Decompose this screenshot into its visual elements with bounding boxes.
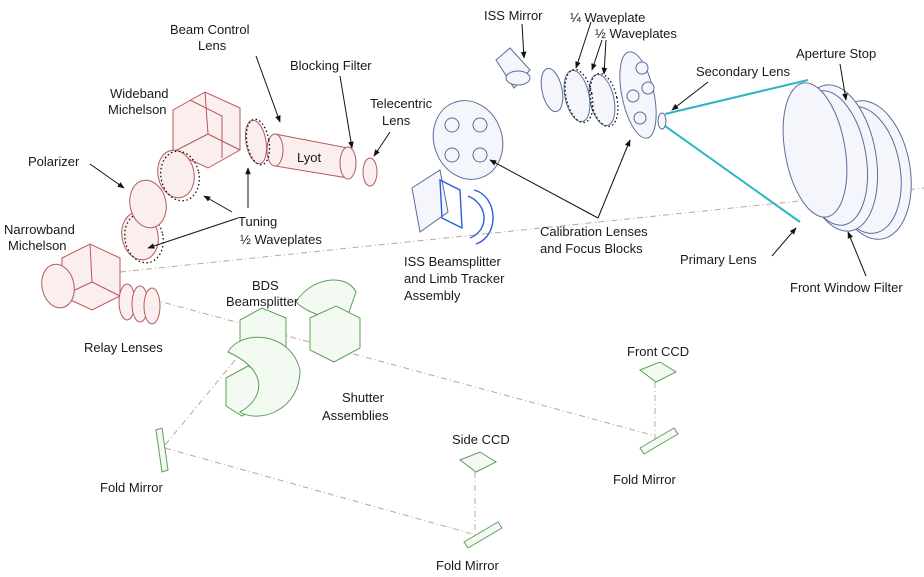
label-secondary-lens: Secondary Lens (696, 64, 790, 79)
label-aperture-stop: Aperture Stop (796, 46, 876, 61)
label-iss-bs-1: ISS Beamsplitter (404, 254, 501, 269)
tuning-waveplates (121, 149, 200, 264)
iss-beamsplitter-assembly (411, 100, 504, 245)
label-lyot: Lyot (297, 150, 321, 165)
label-bds-1: BDS (252, 278, 279, 293)
label-tuning-2: ½ Waveplates (240, 232, 322, 247)
label-wideband-1: Wideband (110, 86, 169, 101)
primary-lens-rays (664, 79, 809, 223)
telecentric-lens (362, 157, 378, 187)
label-beam-control-1: Beam Control (170, 22, 250, 37)
label-quarter-waveplate: ¼ Waveplate (570, 10, 645, 25)
label-polarizer: Polarizer (28, 154, 80, 169)
waveplates-top (540, 67, 619, 128)
label-front-ccd: Front CCD (627, 344, 689, 359)
label-blocking-filter: Blocking Filter (290, 58, 372, 73)
label-narrowband-1: Narrowband (4, 222, 75, 237)
label-wideband-2: Michelson (108, 102, 167, 117)
label-narrowband-2: Michelson (8, 238, 67, 253)
calibration-wheel (619, 51, 657, 139)
fold-mirror-right (639, 427, 679, 455)
beam-control-lens (244, 118, 271, 166)
label-fold-mirror-left: Fold Mirror (100, 480, 164, 495)
leader-lines (89, 21, 867, 277)
label-iss-mirror: ISS Mirror (484, 8, 543, 23)
label-telecentric-1: Telecentric (370, 96, 433, 111)
label-bds-2: Beamsplitter (226, 294, 299, 309)
fold-mirror-left (155, 427, 169, 473)
label-iss-bs-3: Assembly (404, 288, 461, 303)
label-calibration-2: and Focus Blocks (540, 241, 643, 256)
label-fold-mirror-right: Fold Mirror (613, 472, 677, 487)
label-half-waveplates: ½ Waveplates (595, 26, 677, 41)
secondary-lens (657, 112, 667, 130)
relay-lenses (118, 283, 161, 325)
shutter-assemblies (227, 279, 361, 417)
optical-axes (119, 187, 924, 536)
aperture-stop (782, 82, 848, 218)
label-front-window-filter: Front Window Filter (790, 280, 903, 295)
label-telecentric-2: Lens (382, 113, 411, 128)
label-calibration-1: Calibration Lenses (540, 224, 648, 239)
label-fold-mirror-bottom: Fold Mirror (436, 558, 500, 573)
label-beam-control-2: Lens (198, 38, 227, 53)
lyot-filter (266, 133, 357, 180)
label-primary-lens: Primary Lens (680, 252, 757, 267)
fold-mirror-bottom (463, 521, 503, 549)
label-shutter-2: Assemblies (322, 408, 389, 423)
label-side-ccd: Side CCD (452, 432, 510, 447)
label-iss-bs-2: and Limb Tracker (404, 271, 505, 286)
label-relay-lenses: Relay Lenses (84, 340, 163, 355)
label-shutter-1: Shutter (342, 390, 385, 405)
iss-mirror (495, 47, 531, 89)
narrowband-michelson (41, 243, 121, 311)
front-ccd (638, 361, 678, 383)
side-ccd (458, 451, 498, 473)
label-tuning-1: Tuning (238, 214, 277, 229)
polarizer (129, 179, 167, 229)
